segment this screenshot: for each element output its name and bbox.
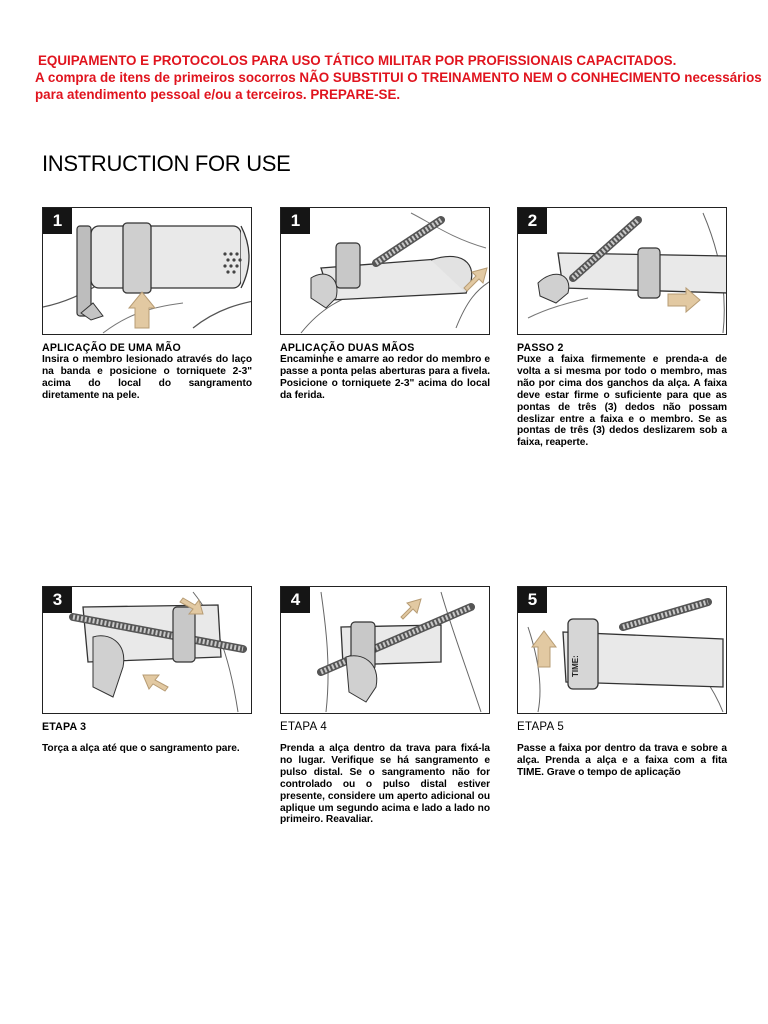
step-description: Encaminhe e amarre ao redor do membro e … (280, 354, 490, 402)
step-number-badge: 2 (518, 208, 547, 234)
step-4: 4 ETAPA 4 Prenda a alça dentro da trava … (280, 586, 490, 826)
step-two-hands: 1 APLICAÇÃO DUAS MÃOS Encaminhe e amarre… (280, 207, 490, 402)
one-hand-illustration (43, 208, 252, 335)
time-label: TIME: (571, 655, 580, 677)
illustration-panel: 1 (280, 207, 490, 335)
step-description: Insira o membro lesionado através do laç… (42, 354, 252, 402)
warning-line-3: para atendimento pessoal e/ou a terceiro… (35, 86, 745, 103)
illustration-panel: 4 (280, 586, 490, 714)
step-number-badge: 1 (281, 208, 310, 234)
warning-line-1: EQUIPAMENTO E PROTOCOLOS PARA USO TÁTICO… (35, 52, 745, 69)
step-heading: PASSO 2 (517, 342, 727, 354)
step-heading: ETAPA 4 (280, 721, 490, 733)
illustration-panel: 3 (42, 586, 252, 714)
step-description: Passe a faixa por dentro da trava e sobr… (517, 743, 727, 779)
warning-notice: EQUIPAMENTO E PROTOCOLOS PARA USO TÁTICO… (35, 52, 745, 103)
step-description: Puxe a faixa firmemente e prenda-a de vo… (517, 354, 727, 449)
step-2: 2 PASSO 2 Puxe a faixa firmemente e pren… (517, 207, 727, 449)
step-number-badge: 3 (43, 587, 72, 613)
step-number-badge: 4 (281, 587, 310, 613)
step-heading: APLICAÇÃO DE UMA MÃO (42, 342, 252, 354)
step-3: 3 ETAPA 3 Torça a alça até que o sangram… (42, 586, 252, 755)
step-heading: ETAPA 5 (517, 721, 727, 733)
step-5: 4 5 TIME: ETAPA 5 Passe a faixa por dent… (517, 586, 727, 779)
step-2-illustration (518, 208, 727, 335)
step-4-illustration (281, 587, 490, 714)
illustration-panel: 4 5 TIME: (517, 586, 727, 714)
step-number-badge: 1 (43, 208, 72, 234)
step-heading: ETAPA 3 (42, 721, 252, 733)
step-description: Prenda a alça dentro da trava para fixá-… (280, 743, 490, 826)
page-title: INSTRUCTION FOR USE (42, 151, 291, 177)
two-hands-illustration (281, 208, 490, 335)
step-5-illustration: TIME: (518, 587, 727, 714)
illustration-panel: 1 (42, 207, 252, 335)
warning-line-2: A compra de itens de primeiros socorros … (35, 69, 745, 86)
step-one-hand: 1 APLICAÇÃO DE UMA MÃO Insira o membro l… (42, 207, 252, 402)
illustration-panel: 2 (517, 207, 727, 335)
step-heading: APLICAÇÃO DUAS MÃOS (280, 342, 490, 354)
step-description: Torça a alça até que o sangramento pare. (42, 743, 252, 755)
step-number-badge: 5 (518, 587, 547, 613)
step-3-illustration (43, 587, 252, 714)
